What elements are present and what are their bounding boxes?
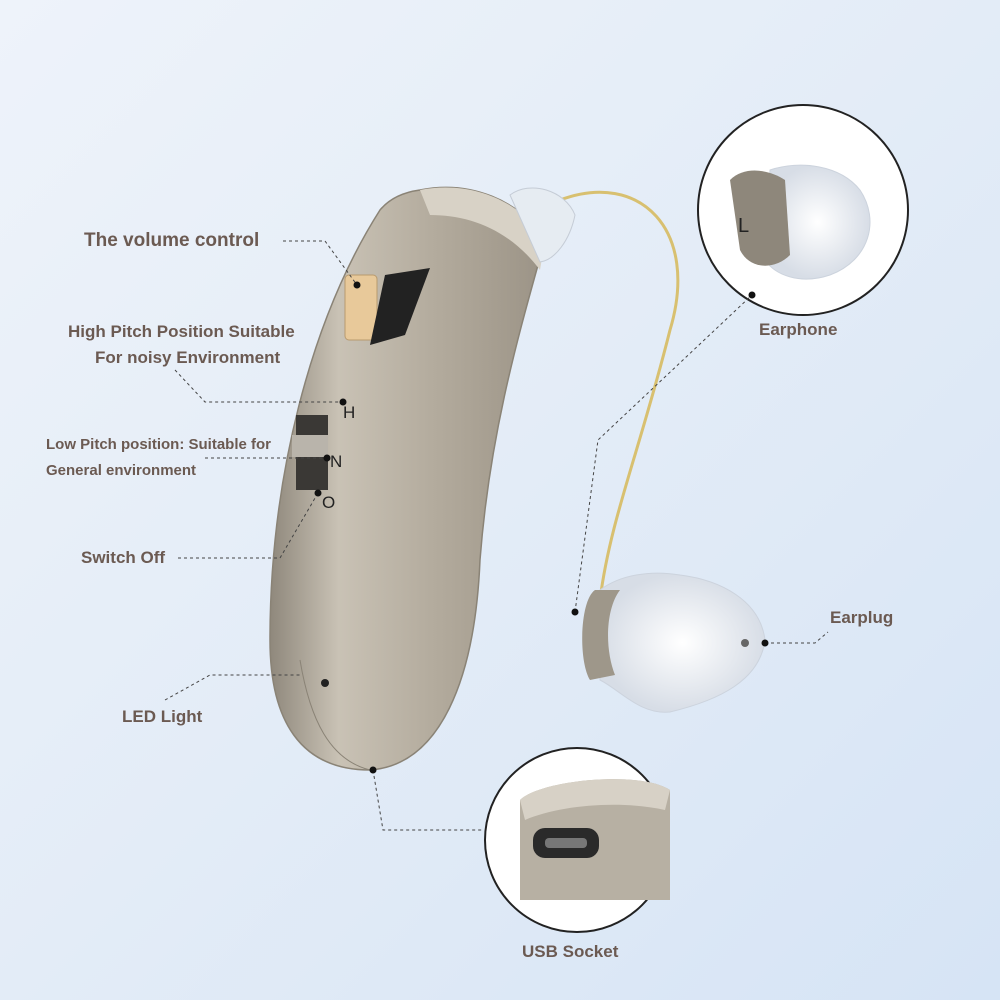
earphone-mark: L (738, 215, 749, 237)
label-high-pitch-1: High Pitch Position Suitable (68, 322, 295, 341)
label-switch-off: Switch Off (81, 548, 166, 567)
earplug (599, 572, 766, 713)
label-led-light: LED Light (122, 707, 203, 726)
label-low-pitch-1: Low Pitch position: Suitable for (46, 436, 271, 453)
switch-mark-normal: N (330, 452, 342, 471)
switch-mark-off: O (322, 493, 335, 512)
label-usb-socket: USB Socket (522, 942, 619, 961)
label-low-pitch-2: General environment (46, 462, 197, 479)
leader-lines (164, 240, 829, 831)
label-earplug: Earplug (830, 608, 894, 627)
volume-wheel (344, 274, 378, 341)
label-earphone: Earphone (759, 320, 838, 339)
switch-mark-high: H (343, 403, 355, 422)
led-light (321, 679, 329, 687)
label-volume-control: The volume control (84, 230, 260, 251)
ear-hook (509, 187, 576, 263)
wire (559, 190, 680, 601)
label-high-pitch-2: For noisy Environment (95, 348, 281, 367)
